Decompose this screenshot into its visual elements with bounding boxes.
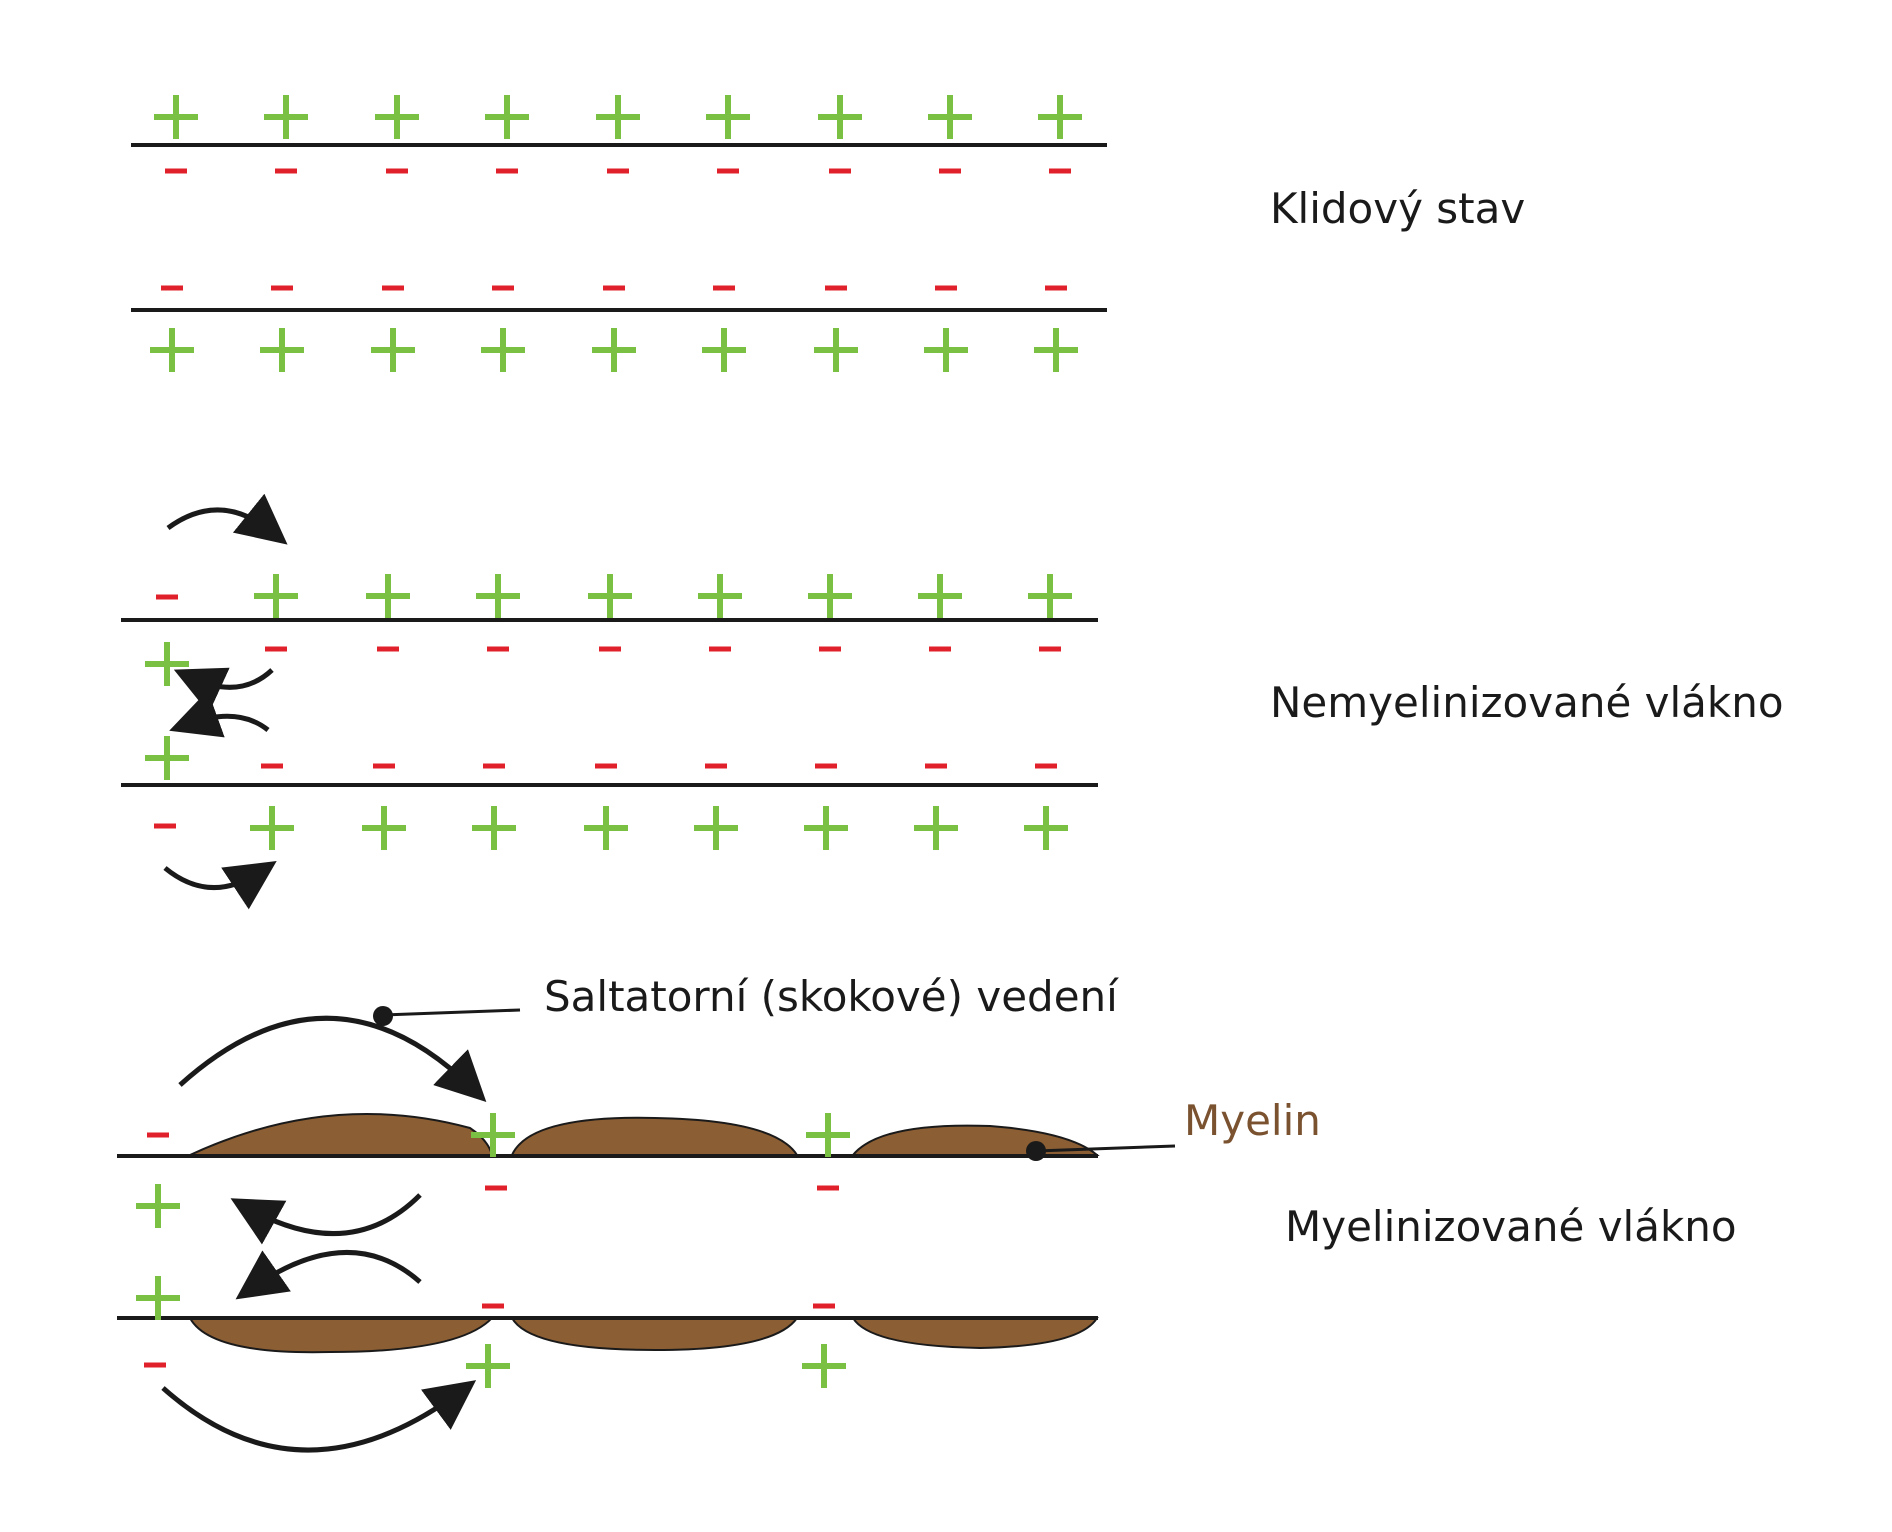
plus-charge <box>254 574 298 618</box>
plus-charge <box>472 806 516 850</box>
plus-charge <box>814 328 858 372</box>
unmyelinated-arrows <box>163 493 288 910</box>
resting-charges <box>150 95 1082 372</box>
plus-charge <box>914 806 958 850</box>
plus-charge <box>918 574 962 618</box>
plus-charge <box>702 328 746 372</box>
myelin-label: Myelin <box>1184 1096 1321 1145</box>
arrow-jump-bottom <box>161 1380 477 1453</box>
plus-charge <box>264 95 308 139</box>
myelin-pointer <box>1026 1141 1176 1161</box>
unmyelinated-charges <box>145 574 1072 850</box>
unmyelinated-fiber-label: Nemyelinizované vlákno <box>1270 678 1784 727</box>
myelin-sheath <box>510 1317 799 1352</box>
plus-charge <box>928 95 972 139</box>
arrow-jump-top <box>178 1015 487 1102</box>
myelin-sheath <box>189 1113 494 1156</box>
myelin-sheath <box>851 1317 1099 1350</box>
plus-charge <box>362 806 406 850</box>
plus-charge <box>145 642 189 686</box>
plus-charge <box>366 574 410 618</box>
arrow-inner-top <box>230 1193 422 1245</box>
plus-charge <box>1038 95 1082 139</box>
myelin-sheaths-bottom <box>188 1317 1099 1354</box>
plus-charge <box>924 328 968 372</box>
plus-charge <box>466 1344 510 1388</box>
plus-charge <box>588 574 632 618</box>
myelin-sheath <box>188 1317 495 1354</box>
arrow-top-outer <box>166 493 288 545</box>
plus-charge <box>375 95 419 139</box>
saltatory-conduction-label: Saltatorní (skokové) vedení <box>544 972 1118 1021</box>
plus-charge <box>694 806 738 850</box>
plus-charge <box>136 1276 180 1320</box>
plus-charge <box>150 328 194 372</box>
plus-charge <box>250 806 294 850</box>
plus-charge <box>706 95 750 139</box>
plus-charge <box>471 1113 515 1157</box>
plus-charge <box>818 95 862 139</box>
myelinated-charges <box>136 1113 850 1388</box>
plus-charge <box>698 574 742 618</box>
plus-charge <box>1028 574 1072 618</box>
plus-charge <box>481 328 525 372</box>
plus-charge <box>1024 806 1068 850</box>
plus-charge <box>592 328 636 372</box>
plus-charge <box>1034 328 1078 372</box>
myelinated-fiber-label: Myelinizované vlákno <box>1285 1202 1737 1251</box>
plus-charge <box>371 328 415 372</box>
plus-charge <box>806 1113 850 1157</box>
plus-charge <box>485 95 529 139</box>
plus-charge <box>584 806 628 850</box>
plus-charge <box>476 574 520 618</box>
plus-charge <box>154 95 198 139</box>
plus-charge <box>145 736 189 780</box>
plus-charge <box>596 95 640 139</box>
saltatory-pointer <box>373 1006 521 1026</box>
plus-charge <box>136 1184 180 1228</box>
resting-state-label: Klidový stav <box>1270 184 1526 233</box>
saltatory-arrows <box>161 1015 487 1453</box>
arrow-bottom-outer <box>163 860 277 910</box>
arrow-bottom-inner <box>169 690 270 738</box>
plus-charge <box>802 1344 846 1388</box>
plus-charge <box>260 328 304 372</box>
plus-charge <box>808 574 852 618</box>
myelin-sheath <box>510 1116 799 1156</box>
myelin-sheaths-top <box>189 1113 1100 1156</box>
arrow-inner-bottom <box>235 1249 422 1300</box>
arrow-top-inner <box>173 667 274 714</box>
plus-charge <box>804 806 848 850</box>
